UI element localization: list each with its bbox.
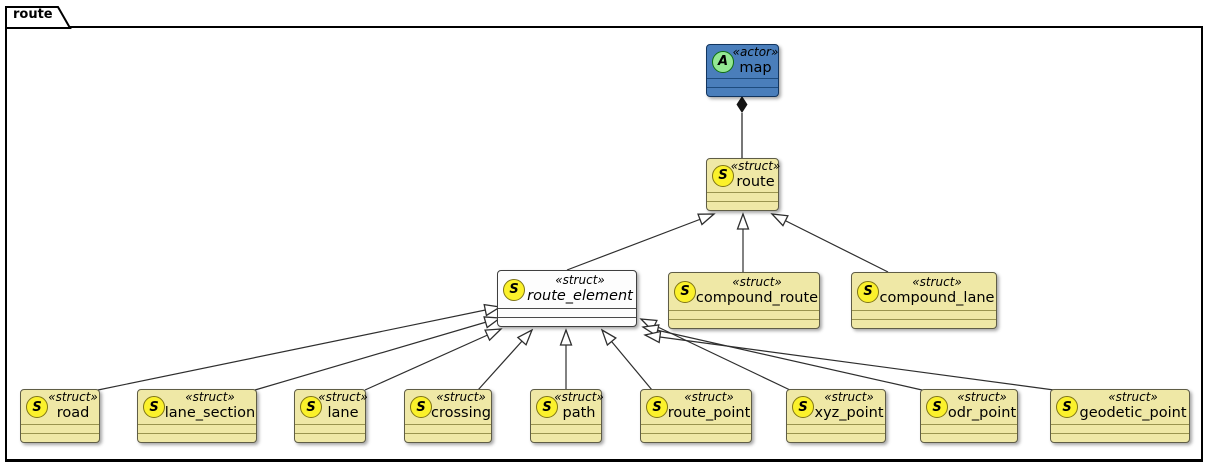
struct-badge-icon: S [926, 396, 948, 418]
methods-compartment [531, 433, 601, 442]
attributes-compartment [787, 424, 885, 433]
actor-badge-icon: A [712, 50, 734, 73]
node-crossing[interactable]: S «struct» crossing [404, 389, 492, 443]
node-name: crossing [430, 405, 492, 422]
node-stereotype: «struct» [555, 272, 605, 287]
edge-route_point-route_element [602, 330, 653, 391]
node-name: xyz_point [814, 405, 884, 422]
struct-badge-icon: S [857, 280, 879, 303]
node-stereotype: «struct» [957, 390, 1007, 405]
methods-compartment [295, 433, 365, 442]
node-stereotype: «struct» [732, 274, 782, 289]
struct-badge-icon: S [143, 396, 165, 418]
node-stereotype: «struct» [684, 390, 734, 405]
node-compound-lane[interactable]: S «struct» compound_lane [851, 272, 997, 329]
node-stereotype: «struct» [912, 274, 962, 289]
edge-xyz_point-route_element [641, 319, 791, 391]
node-name: lane [327, 405, 359, 422]
frame-tab [5, 6, 72, 29]
node-name: road [56, 405, 90, 422]
node-name: map [739, 59, 772, 76]
node-xyz-point[interactable]: S «struct» xyz_point [786, 389, 886, 443]
node-lane[interactable]: S «struct» lane [294, 389, 368, 443]
node-stereotype: «struct» [48, 390, 98, 405]
node-name: compound_route [695, 289, 819, 306]
attributes-compartment [138, 424, 256, 433]
edge-compound_lane-route [772, 214, 889, 273]
attributes-compartment [498, 308, 636, 317]
node-name: route_point [667, 405, 751, 422]
edge-geodetic_point-route_element [645, 335, 1055, 391]
attributes-compartment [707, 78, 778, 87]
struct-badge-icon: S [503, 278, 525, 301]
methods-compartment [138, 433, 256, 442]
node-stereotype: «struct» [185, 390, 235, 405]
attributes-compartment [707, 192, 778, 201]
methods-compartment [707, 201, 778, 210]
node-odr-point[interactable]: S «struct» odr_point [920, 389, 1018, 443]
struct-badge-icon: S [646, 396, 668, 418]
node-name: compound_lane [879, 289, 995, 306]
attributes-compartment [1051, 424, 1189, 433]
node-compound-route[interactable]: S «struct» compound_route [668, 272, 820, 329]
attributes-compartment [531, 424, 601, 433]
methods-compartment [669, 319, 819, 328]
edge-route_element-route [566, 214, 714, 271]
node-route-element[interactable]: S «struct» route_element [497, 270, 637, 327]
struct-badge-icon: S [712, 164, 734, 187]
node-route[interactable]: S «struct» route [706, 158, 781, 211]
struct-badge-icon: S [792, 396, 814, 418]
node-name: geodetic_point [1079, 405, 1187, 422]
edge-lane_section-route_element [254, 318, 500, 391]
struct-badge-icon: S [26, 396, 48, 418]
struct-badge-icon: S [410, 396, 432, 418]
edge-odr_point-route_element [643, 327, 923, 391]
node-stereotype: «struct» [554, 390, 604, 405]
attributes-compartment [641, 424, 751, 433]
methods-compartment [405, 433, 491, 442]
node-map[interactable]: A «actor» map [706, 44, 779, 97]
struct-badge-icon: S [1056, 396, 1078, 418]
node-name: route [736, 173, 775, 190]
node-path[interactable]: S «struct» path [530, 389, 604, 443]
node-stereotype: «struct» [730, 158, 781, 173]
node-geodetic-point[interactable]: S «struct» geodetic_point [1050, 389, 1190, 443]
edge-lane-route_element [364, 329, 501, 391]
attributes-compartment [921, 424, 1017, 433]
node-route-point[interactable]: S «struct» route_point [640, 389, 752, 443]
edge-road-route_element [97, 307, 500, 391]
node-road[interactable]: S «struct» road [20, 389, 100, 443]
methods-compartment [852, 319, 996, 328]
attributes-compartment [295, 424, 365, 433]
struct-badge-icon: S [674, 280, 696, 303]
edge-crossing-route_element [477, 330, 532, 391]
methods-compartment [1051, 433, 1189, 442]
frame-title: route [13, 7, 53, 22]
node-name: path [562, 405, 596, 422]
methods-compartment [641, 433, 751, 442]
node-stereotype: «struct» [824, 390, 874, 405]
methods-compartment [21, 433, 99, 442]
struct-badge-icon: S [300, 396, 322, 418]
node-stereotype: «struct» [1108, 390, 1158, 405]
attributes-compartment [405, 424, 491, 433]
node-name: route_element [527, 287, 633, 304]
node-name: lane_section [164, 405, 256, 422]
methods-compartment [921, 433, 1017, 442]
attributes-compartment [852, 310, 996, 319]
node-stereotype: «struct» [436, 390, 486, 405]
node-stereotype: «struct» [318, 390, 368, 405]
attributes-compartment [21, 424, 99, 433]
node-name: odr_point [947, 405, 1017, 422]
node-lane-section[interactable]: S «struct» lane_section [137, 389, 257, 443]
struct-badge-icon: S [536, 396, 558, 418]
methods-compartment [498, 317, 636, 326]
node-stereotype: «actor» [732, 44, 779, 59]
methods-compartment [707, 87, 778, 96]
composition-diamond-icon [736, 96, 748, 113]
attributes-compartment [669, 310, 819, 319]
methods-compartment [787, 433, 885, 442]
